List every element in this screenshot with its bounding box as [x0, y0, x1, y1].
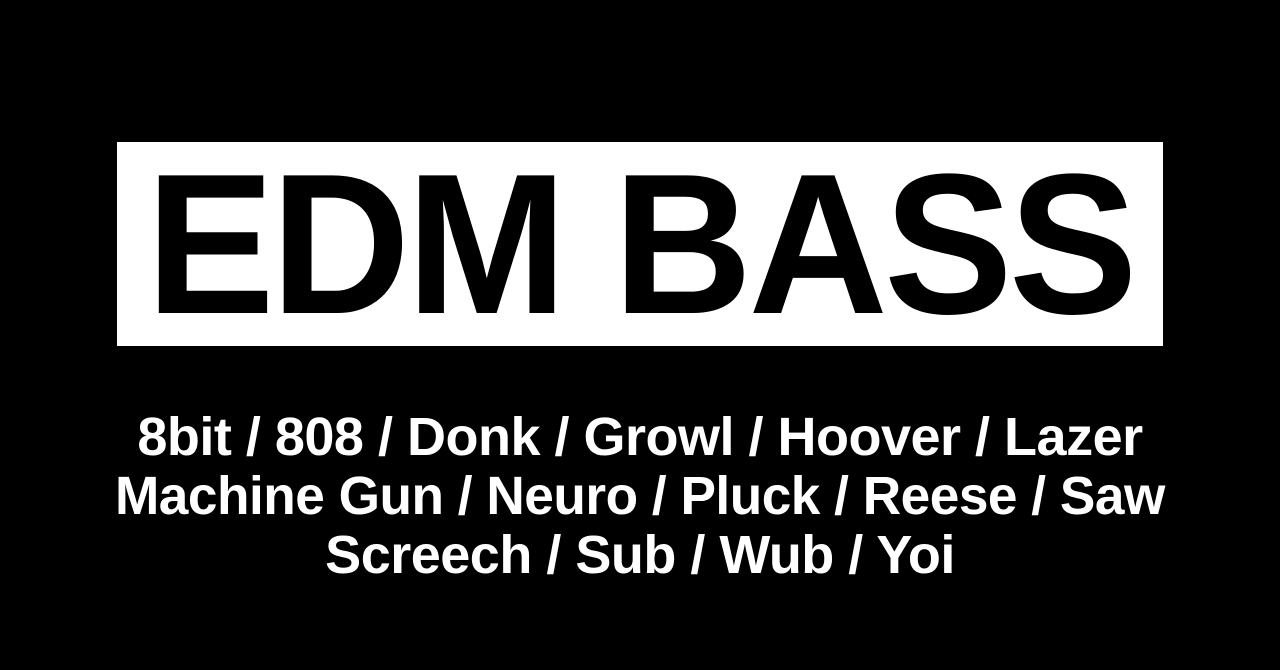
genre-line-text: Screech / Sub / Wub / Yoi — [325, 525, 955, 585]
genre-line-text: 8bit / 808 / Donk / Growl / Hoover / Laz… — [137, 407, 1143, 467]
genre-line-3: Screech / Sub / Wub / Yoi — [0, 526, 1280, 585]
genre-line-2: Machine Gun / Neuro / Pluck / Reese / Sa… — [0, 467, 1280, 526]
title-banner: EDM BASS — [117, 142, 1163, 346]
page-title: EDM BASS — [146, 142, 1138, 346]
genre-line-1: 8bit / 808 / Donk / Growl / Hoover / Laz… — [0, 408, 1280, 467]
genre-line-text: Machine Gun / Neuro / Pluck / Reese / Sa… — [115, 466, 1165, 526]
genre-list: 8bit / 808 / Donk / Growl / Hoover / Laz… — [0, 408, 1280, 585]
